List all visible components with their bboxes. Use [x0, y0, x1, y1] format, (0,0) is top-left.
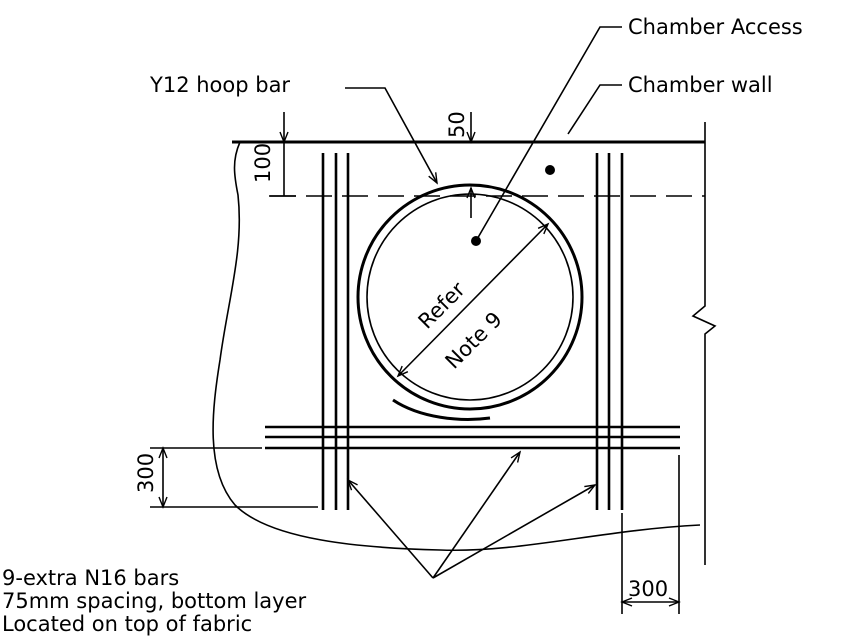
slab-break-boundary	[212, 141, 701, 552]
diameter-dimension-line	[396, 222, 550, 378]
chamber-access-leader	[475, 26, 622, 242]
vertical-bars-right	[595, 153, 624, 510]
extra-bars-arrows	[346, 450, 597, 579]
chamber-access-label: Chamber Access	[628, 15, 803, 39]
horizontal-bars	[265, 425, 680, 450]
right-edge-break-line	[691, 122, 717, 565]
extra-bars-note-line1: 9-extra N16 bars	[2, 566, 179, 590]
dim-50-label: 50	[445, 111, 469, 138]
hoop-bar-leader	[345, 87, 438, 185]
dim-300-left-label: 300	[134, 453, 158, 493]
chamber-opening-outer	[356, 183, 584, 411]
vertical-bars-left	[321, 153, 350, 510]
chamber-wall-dot	[545, 165, 555, 175]
chamber-opening-inner	[366, 193, 574, 401]
dim-300-bottom-label: 300	[628, 577, 668, 601]
extra-bars-note-line3: Located on top of fabric	[2, 612, 252, 636]
hoop-bar-label: Y12 hoop bar	[149, 73, 290, 97]
extra-bars-note-line2: 75mm spacing, bottom layer	[2, 589, 306, 613]
refer-label: Refer	[414, 277, 470, 333]
chamber-wall-label: Chamber wall	[628, 73, 773, 97]
note-label: Note 9	[441, 307, 507, 373]
chamber-wall-leader	[567, 84, 622, 135]
hoop-bar-lap	[392, 398, 491, 421]
dim-100-label: 100	[251, 143, 275, 183]
